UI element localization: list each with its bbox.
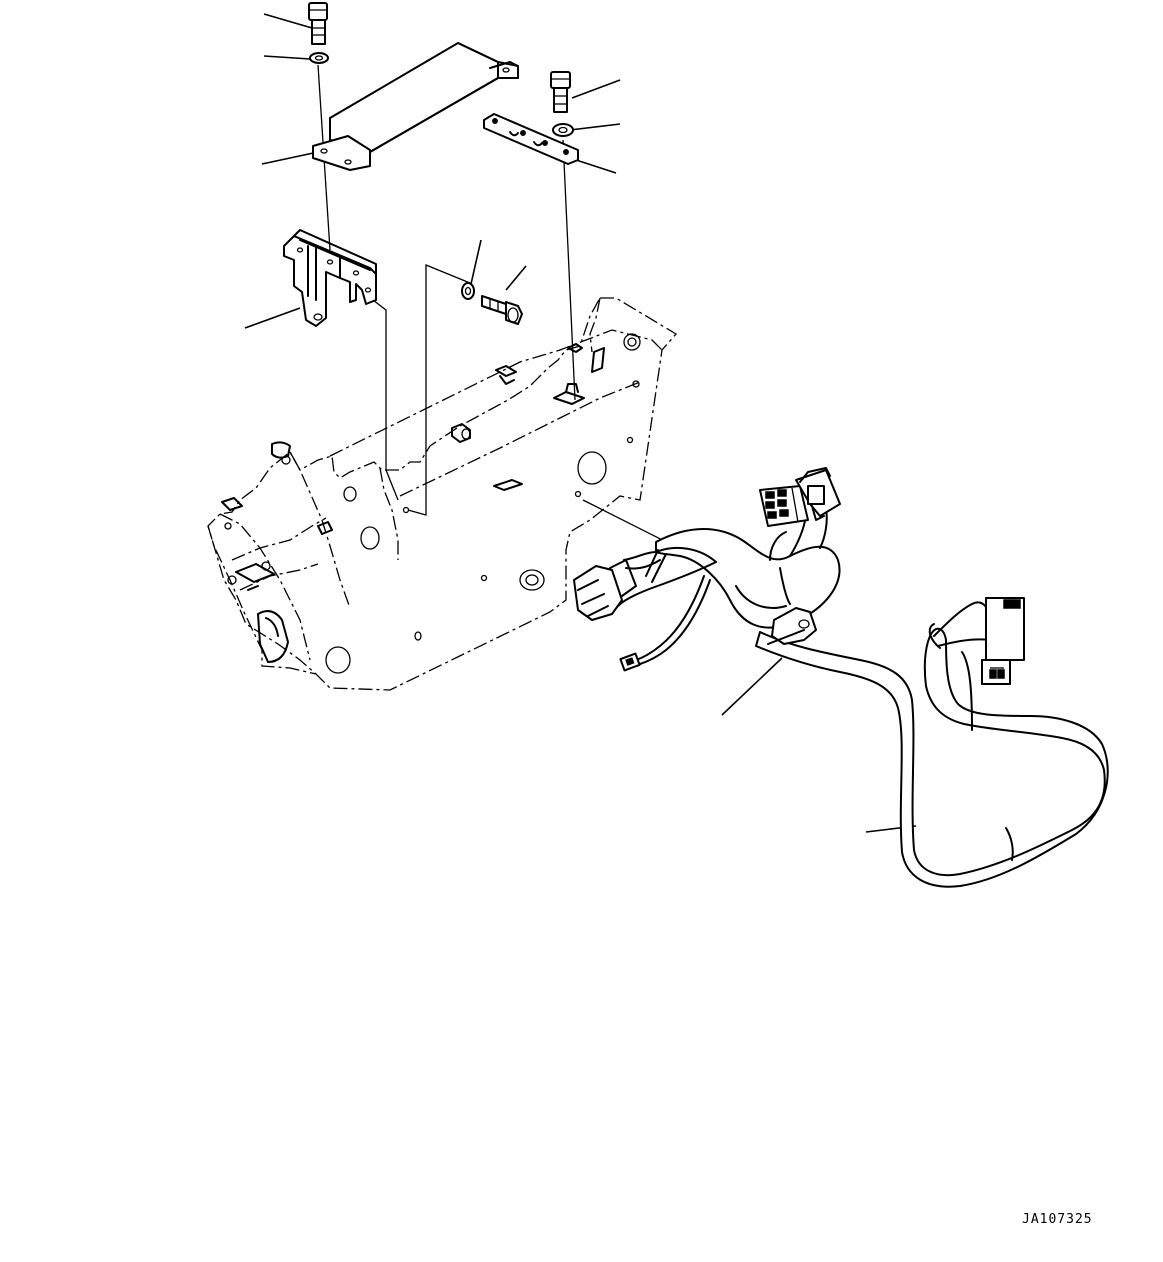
leader-bolt-upper-left	[263, 13, 313, 29]
clip-plate	[483, 113, 579, 165]
leader-washer-center	[470, 239, 482, 285]
bolt-upper-right	[550, 71, 571, 113]
leader-harness-clamp	[721, 657, 783, 716]
bolt-center	[481, 295, 523, 325]
washer-center	[461, 282, 475, 300]
leader-washer-upper-right	[569, 123, 621, 131]
figure-id-label: JA107325	[1022, 1212, 1093, 1227]
connector-upper-right	[795, 467, 841, 521]
upper-bracket	[312, 42, 519, 171]
leader-bolt-center	[505, 265, 527, 291]
frame-panel	[207, 297, 678, 691]
callout-leaders	[244, 13, 917, 833]
assembly-lines	[317, 64, 713, 566]
leader-mounting-bracket	[244, 307, 301, 329]
leader-washer-upper-left	[263, 55, 311, 60]
washer-upper-right	[552, 123, 574, 137]
connector-round	[573, 549, 717, 621]
bolt-upper-left	[308, 2, 328, 45]
leader-upper-bracket	[261, 151, 319, 165]
connector-upper-left	[759, 485, 809, 527]
connector-right	[928, 597, 1025, 731]
wiring-harness	[573, 467, 1109, 888]
washer-upper-left	[309, 52, 329, 64]
mounting-bracket	[283, 229, 377, 327]
pigtail-terminal	[619, 575, 711, 672]
leader-bolt-upper-right	[571, 79, 621, 99]
